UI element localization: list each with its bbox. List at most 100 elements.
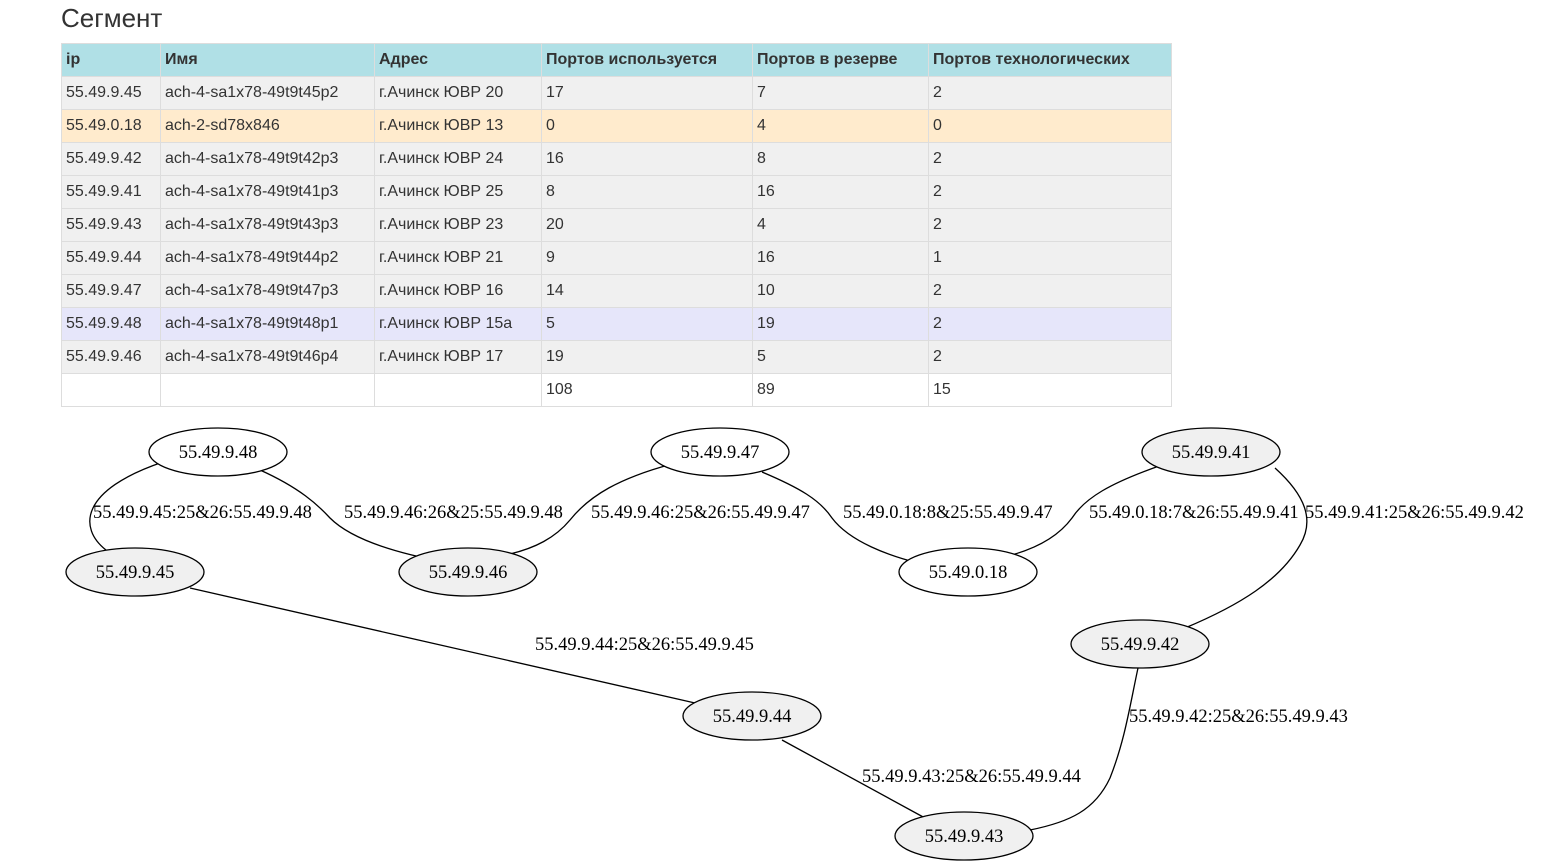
edge-label: 55.49.0.18:8&25:55.49.9.47	[843, 503, 1053, 523]
cell-ports-used: 14	[541, 274, 753, 308]
cell-ip: 55.49.9.41	[61, 175, 161, 209]
node-55-49-9-48[interactable]: 55.49.9.48	[148, 427, 288, 477]
total-ports-tech: 15	[928, 373, 1172, 407]
graph-edge-labels: 55.49.9.45:25&26:55.49.9.48 55.49.9.46:2…	[93, 503, 1524, 787]
cell-name: ach-4-sa1x78-49t9t44p2	[160, 241, 375, 275]
total-ports-reserved: 89	[752, 373, 929, 407]
node-label: 55.49.9.43	[925, 827, 1004, 847]
node-55-49-9-45[interactable]: 55.49.9.45	[65, 547, 205, 597]
node-55-49-9-46[interactable]: 55.49.9.46	[398, 547, 538, 597]
column-header-address[interactable]: Адрес	[374, 43, 542, 77]
cell-ports-reserved: 16	[752, 175, 929, 209]
table-row: 55.49.9.45 ach-4-sa1x78-49t9t45p2 г.Ачин…	[61, 76, 1172, 110]
cell-address: г.Ачинск ЮВР 16	[374, 274, 542, 308]
edge-44-43	[781, 739, 926, 819]
cell-ports-tech: 2	[928, 175, 1172, 209]
cell-ports-tech: 2	[928, 340, 1172, 374]
cell-ip: 55.49.0.18	[61, 109, 161, 143]
edge-label: 55.49.0.18:7&26:55.49.9.41	[1089, 503, 1299, 523]
cell-name: ach-4-sa1x78-49t9t43p3	[160, 208, 375, 242]
cell-ports-reserved: 5	[752, 340, 929, 374]
table-row: 55.49.9.43 ach-4-sa1x78-49t9t43p3 г.Ачин…	[61, 208, 1172, 242]
edge-47-46	[509, 463, 673, 555]
edge-label: 55.49.9.44:25&26:55.49.9.45	[535, 635, 754, 655]
cell-ports-reserved: 4	[752, 109, 929, 143]
cell-address: г.Ачинск ЮВР 21	[374, 241, 542, 275]
node-label: 55.49.9.47	[681, 443, 760, 463]
table-row: 55.49.9.44 ach-4-sa1x78-49t9t44p2 г.Ачин…	[61, 241, 1172, 275]
edge-47-018	[761, 471, 919, 564]
cell-name: ach-4-sa1x78-49t9t42p3	[160, 142, 375, 176]
cell-ip: 55.49.9.44	[61, 241, 161, 275]
edge-42-43	[1029, 667, 1139, 831]
cell-address: г.Ачинск ЮВР 17	[374, 340, 542, 374]
cell-ip: 55.49.9.48	[61, 307, 161, 341]
table-row: 55.49.9.47 ach-4-sa1x78-49t9t47p3 г.Ачин…	[61, 274, 1172, 308]
cell-ports-tech: 2	[928, 274, 1172, 308]
cell-ports-reserved: 4	[752, 208, 929, 242]
cell-name: ach-4-sa1x78-49t9t48p1	[160, 307, 375, 341]
cell-ports-used: 19	[541, 340, 753, 374]
edge-41-42	[1184, 467, 1308, 629]
column-header-ports-tech[interactable]: Портов технологических	[928, 43, 1172, 77]
column-header-ip[interactable]: ip	[61, 43, 161, 77]
cell-name: ach-4-sa1x78-49t9t46p4	[160, 340, 375, 374]
edge-label: 55.49.9.41:25&26:55.49.9.42	[1305, 503, 1524, 523]
cell-name: ach-4-sa1x78-49t9t45p2	[160, 76, 375, 110]
edge-48-46	[259, 469, 446, 563]
cell-ports-reserved: 8	[752, 142, 929, 176]
cell-ports-tech: 2	[928, 208, 1172, 242]
edge-48-45	[89, 461, 164, 551]
edge-label: 55.49.9.42:25&26:55.49.9.43	[1129, 707, 1348, 727]
cell-ip: 55.49.9.45	[61, 76, 161, 110]
cell-ports-used: 0	[541, 109, 753, 143]
total-ports-used: 108	[541, 373, 753, 407]
table-row: 55.49.9.46 ach-4-sa1x78-49t9t46p4 г.Ачин…	[61, 340, 1172, 374]
edge-label: 55.49.9.45:25&26:55.49.9.48	[93, 503, 312, 523]
cell-ip: 55.49.9.43	[61, 208, 161, 242]
column-header-name[interactable]: Имя	[160, 43, 375, 77]
graph-edges	[89, 461, 1308, 831]
node-label: 55.49.9.46	[429, 563, 508, 583]
graph-nodes: 55.49.9.48 55.49.9.47 55.49.9.41 55.49.9…	[65, 427, 1281, 861]
total-cell-ip	[61, 373, 161, 407]
total-cell-address	[374, 373, 542, 407]
cell-name: ach-4-sa1x78-49t9t41p3	[160, 175, 375, 209]
cell-ports-used: 20	[541, 208, 753, 242]
cell-ports-used: 5	[541, 307, 753, 341]
column-header-ports-used[interactable]: Портов используется	[541, 43, 753, 77]
edge-label: 55.49.9.46:26&25:55.49.9.48	[344, 503, 563, 523]
cell-ip: 55.49.9.42	[61, 142, 161, 176]
node-label: 55.49.9.45	[96, 563, 175, 583]
node-55-49-9-42[interactable]: 55.49.9.42	[1070, 619, 1210, 669]
table-row: 55.49.0.18 ach-2-sd78x846 г.Ачинск ЮВР 1…	[61, 109, 1172, 143]
cell-ports-tech: 2	[928, 76, 1172, 110]
cell-address: г.Ачинск ЮВР 23	[374, 208, 542, 242]
node-label: 55.49.9.42	[1101, 635, 1180, 655]
node-55-49-9-43[interactable]: 55.49.9.43	[894, 811, 1034, 861]
cell-address: г.Ачинск ЮВР 15a	[374, 307, 542, 341]
node-label: 55.49.9.44	[713, 707, 792, 727]
node-55-49-9-47[interactable]: 55.49.9.47	[650, 427, 790, 477]
cell-ports-used: 9	[541, 241, 753, 275]
table-row: 55.49.9.41 ach-4-sa1x78-49t9t41p3 г.Ачин…	[61, 175, 1172, 209]
cell-ports-used: 16	[541, 142, 753, 176]
table-row: 55.49.9.48 ach-4-sa1x78-49t9t48p1 г.Ачин…	[61, 307, 1172, 341]
node-55-49-0-18[interactable]: 55.49.0.18	[898, 547, 1038, 597]
cell-ports-used: 8	[541, 175, 753, 209]
node-55-49-9-41[interactable]: 55.49.9.41	[1141, 427, 1281, 477]
cell-ports-reserved: 16	[752, 241, 929, 275]
cell-ports-reserved: 10	[752, 274, 929, 308]
column-header-ports-reserved[interactable]: Портов в резерве	[752, 43, 929, 77]
edge-label: 55.49.9.46:25&26:55.49.9.47	[591, 503, 810, 523]
cell-ports-used: 17	[541, 76, 753, 110]
cell-name: ach-4-sa1x78-49t9t47p3	[160, 274, 375, 308]
cell-address: г.Ачинск ЮВР 25	[374, 175, 542, 209]
cell-ports-reserved: 19	[752, 307, 929, 341]
table-row: 55.49.9.42 ach-4-sa1x78-49t9t42p3 г.Ачин…	[61, 142, 1172, 176]
edge-41-018	[1007, 464, 1163, 557]
cell-ports-tech: 1	[928, 241, 1172, 275]
node-55-49-9-44[interactable]: 55.49.9.44	[682, 691, 822, 741]
cell-address: г.Ачинск ЮВР 24	[374, 142, 542, 176]
cell-address: г.Ачинск ЮВР 13	[374, 109, 542, 143]
